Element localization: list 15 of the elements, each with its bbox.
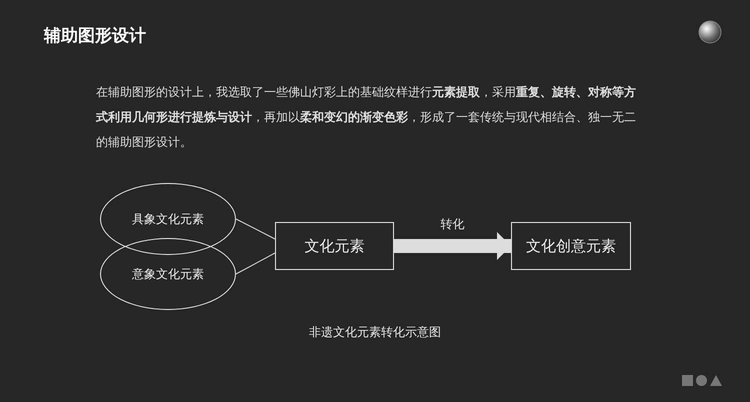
node-label: 具象文化元素 (132, 210, 204, 228)
node-label: 文化元素 (304, 236, 364, 256)
process-box (511, 222, 631, 270)
node-label: 意象文化元素 (132, 266, 204, 282)
node-label: 文化创意元素 (526, 236, 616, 256)
figure-caption: 非遗文化元素转化示意图 (309, 325, 441, 339)
process-box (275, 222, 394, 270)
ellipse-node (100, 238, 236, 310)
slide-title: 辅助图形设计 (44, 25, 146, 47)
ellipse-node (100, 183, 236, 255)
connector-line (236, 218, 276, 240)
edge-label: 转化 (438, 216, 466, 233)
block-arrow (394, 232, 511, 260)
description-paragraph: 在辅助图形的设计上，我选取了一些佛山灯彩上的基础纹样进行元素提取，采用重复、旋转、对称等方式利用几何形进行提炼与设计，再加以柔和变幻的渐变色彩，形成了一套传统与现代相结合、独一无二的辅助图形设计。 (96, 84, 637, 151)
connector-line (236, 252, 276, 274)
